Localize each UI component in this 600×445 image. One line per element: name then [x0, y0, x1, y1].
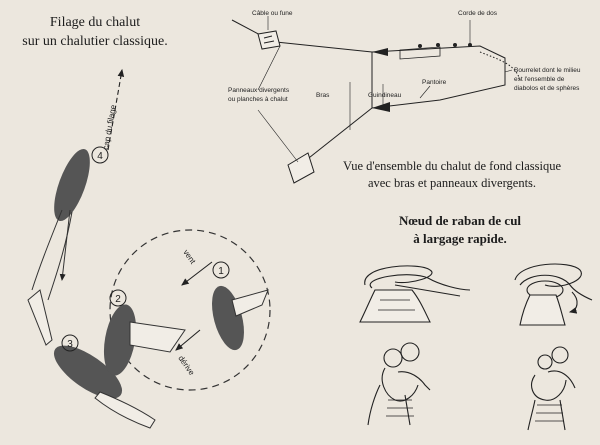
- guindineau-label: Guindineau: [368, 92, 402, 99]
- drift-arrow: [175, 329, 201, 351]
- step-4-label: 4: [97, 151, 103, 162]
- knot-step-4: [527, 346, 576, 431]
- filage-panel: Filage du chalut sur un chalutier classi…: [22, 15, 271, 429]
- knot-title-line1: Nœud de raban de cul: [399, 213, 521, 228]
- bourrelet-label-line2: est l'ensemble de: [514, 76, 565, 83]
- upper-door: [257, 30, 281, 50]
- headline-label: Corde de dos: [458, 10, 498, 17]
- trawl-caption-line1: Vue d'ensemble du chalut de fond classiq…: [343, 159, 562, 173]
- doors-label-line1: Panneaux divergents: [228, 87, 290, 94]
- drift-label: dérive: [176, 354, 196, 377]
- heading-label: cap du filage: [101, 104, 118, 151]
- filage-title-line1: Filage du chalut: [50, 15, 140, 30]
- vessel-1: [212, 285, 269, 351]
- turn-circle: [109, 229, 271, 391]
- pantoire-label: Pantoire: [422, 79, 447, 86]
- lower-arm: [299, 107, 373, 166]
- wind-label: vent: [181, 248, 197, 266]
- arms-label: Bras: [316, 92, 330, 99]
- heading-arrow: [107, 68, 125, 151]
- trawl-caption-line2: avec bras et panneaux divergents.: [368, 176, 536, 190]
- step-1-label: 1: [218, 266, 224, 277]
- knot-title-line2: à largage rapide.: [413, 231, 507, 246]
- knot-panel: Nœud de raban de cul à largage rapide.: [359, 213, 593, 431]
- bourrelet-label-line1: Bourrelet dont le milieu: [514, 67, 581, 74]
- step-4-circle: [91, 146, 109, 164]
- step-2-circle: [109, 289, 127, 307]
- vessel-3: [53, 345, 156, 429]
- cable-label: Câble ou fune: [252, 10, 293, 17]
- lower-door: [287, 152, 315, 184]
- trawl-diagram: Câble ou fune Corde de dos Panneaux dive…: [228, 10, 581, 190]
- step-3-circle: [61, 334, 79, 352]
- filage-title-line2: sur un chalutier classique.: [22, 34, 167, 49]
- wind-arrow: [181, 261, 213, 286]
- step-2-label: 2: [115, 294, 121, 305]
- vessel-2: [103, 304, 186, 376]
- knot-step-2: [514, 263, 593, 326]
- step-1-circle: [212, 261, 230, 279]
- knot-step-1: [359, 265, 471, 323]
- vessel-4: [27, 149, 90, 346]
- bourrelet-label-line3: diabolos et de sphères: [514, 85, 580, 92]
- knot-step-3: [367, 342, 431, 426]
- doors-label-line2: ou planches à chalut: [228, 96, 288, 103]
- upper-arm: [275, 41, 373, 53]
- step-3-label: 3: [67, 339, 73, 350]
